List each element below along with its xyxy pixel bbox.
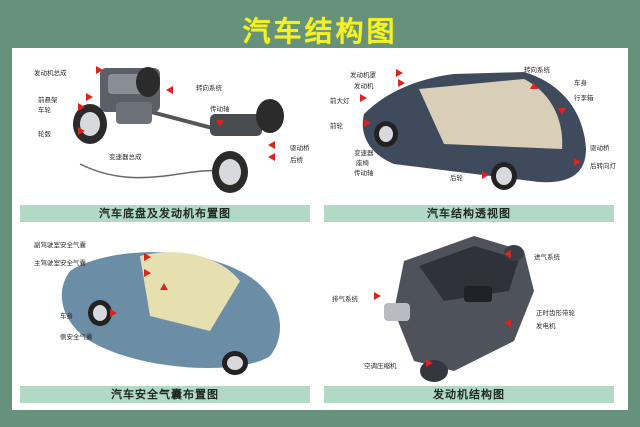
label-body: 车身 bbox=[574, 79, 587, 87]
label-body: 车身 bbox=[60, 312, 73, 320]
label-steering-system: 转向系统 bbox=[196, 84, 222, 92]
label-driver-airbag: 主驾驶室安全气囊 bbox=[34, 259, 86, 267]
label-rear-wheel: 后轮 bbox=[450, 174, 463, 182]
label-alternator: 发电机 bbox=[536, 322, 556, 330]
label-timing-pulley: 正时齿形带轮 bbox=[536, 309, 575, 317]
content-sheet: 发动机总成 前悬架 车轮 轮毂 转向系统 传动轴 变速器总成 驱动桥 后桥 汽车… bbox=[12, 48, 628, 410]
label-engine: 发动机 bbox=[354, 82, 374, 90]
label-drive-axle: 驱动桥 bbox=[590, 144, 610, 152]
label-wheel: 车轮 bbox=[38, 106, 51, 114]
label-front-suspension: 前悬架 bbox=[38, 96, 58, 104]
chassis-illustration bbox=[73, 67, 284, 193]
main-title: 汽车结构图 bbox=[242, 15, 398, 48]
panel-chassis-engine: 发动机总成 前悬架 车轮 轮毂 转向系统 传动轴 变速器总成 驱动桥 后桥 汽车… bbox=[20, 54, 316, 230]
caption-chassis-engine: 汽车底盘及发动机布置图 bbox=[20, 205, 310, 222]
label-drive-shaft: 传动轴 bbox=[210, 105, 230, 113]
label-drive-shaft: 传动轴 bbox=[354, 169, 374, 177]
caption-airbag-layout: 汽车安全气囊布置图 bbox=[20, 386, 310, 403]
label-engine-assembly: 发动机总成 bbox=[34, 69, 67, 77]
label-intake-system: 进气系统 bbox=[534, 253, 560, 261]
label-seat: 座椅 bbox=[356, 159, 369, 167]
engine-illustration bbox=[384, 236, 534, 382]
label-passenger-airbag: 副驾驶室安全气囊 bbox=[34, 241, 86, 249]
label-front-wheel: 前轮 bbox=[330, 122, 343, 130]
label-hub: 轮毂 bbox=[38, 130, 51, 138]
label-exhaust-system: 排气系统 bbox=[332, 295, 358, 303]
label-rear-turn-signal: 后转向灯 bbox=[590, 162, 616, 170]
car-perspective-illustration bbox=[362, 72, 586, 190]
label-hood: 发动机罩 bbox=[350, 71, 376, 79]
panel-airbag-layout: 副驾驶室安全气囊 主驾驶室安全气囊 车身 侧安全气囊 汽车安全气囊布置图 bbox=[20, 231, 316, 407]
caption-car-perspective: 汽车结构透视图 bbox=[324, 205, 614, 222]
airbag-car-illustration bbox=[61, 252, 280, 375]
label-rear-axle: 后桥 bbox=[290, 156, 303, 164]
label-headlight: 前大灯 bbox=[330, 97, 350, 105]
label-side-airbag: 侧安全气囊 bbox=[60, 333, 93, 341]
panel-car-perspective: 发动机罩 发动机 前大灯 前轮 变速器 座椅 传动轴 转向系统 车身 行李箱 驱… bbox=[324, 54, 620, 230]
panel-engine-structure: 进气系统 排气系统 正时齿形带轮 发电机 空调压缩机 发动机结构图 bbox=[324, 231, 620, 407]
label-ac-compressor: 空调压缩机 bbox=[364, 362, 397, 370]
label-transmission-assembly: 变速器总成 bbox=[109, 153, 142, 161]
label-transmission: 变速器 bbox=[354, 149, 374, 157]
label-steering-system: 转向系统 bbox=[524, 66, 550, 74]
caption-engine-structure: 发动机结构图 bbox=[324, 386, 614, 403]
label-drive-axle: 驱动桥 bbox=[290, 144, 310, 152]
label-trunk: 行李箱 bbox=[574, 94, 594, 102]
